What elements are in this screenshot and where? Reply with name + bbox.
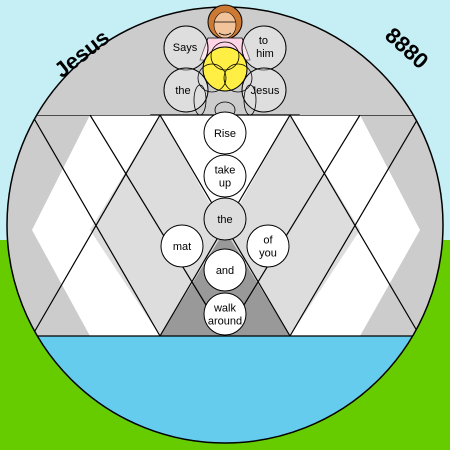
word-circle-label: the bbox=[217, 214, 232, 226]
word-the-top: the bbox=[175, 85, 190, 97]
word-circle bbox=[203, 292, 247, 336]
figure-head bbox=[207, 4, 243, 40]
word-to-him: to him bbox=[256, 35, 274, 60]
word-circle-label: mat bbox=[173, 241, 191, 253]
word-circle-label: Rise bbox=[214, 128, 236, 140]
word-circle bbox=[203, 197, 247, 241]
word-circle bbox=[246, 224, 290, 268]
circle-to-him bbox=[241, 25, 287, 71]
circle-jesus bbox=[241, 67, 287, 113]
word-circle bbox=[160, 224, 204, 268]
word-circle bbox=[203, 248, 247, 292]
word-jesus: Jesus bbox=[251, 85, 280, 97]
word-says: Says bbox=[173, 42, 198, 54]
halo-circle bbox=[202, 46, 248, 92]
circle-the bbox=[163, 67, 209, 113]
word-circle bbox=[203, 111, 247, 155]
word-circle-label: and bbox=[216, 265, 234, 277]
word-circle bbox=[203, 154, 247, 198]
circle-says bbox=[163, 25, 209, 71]
